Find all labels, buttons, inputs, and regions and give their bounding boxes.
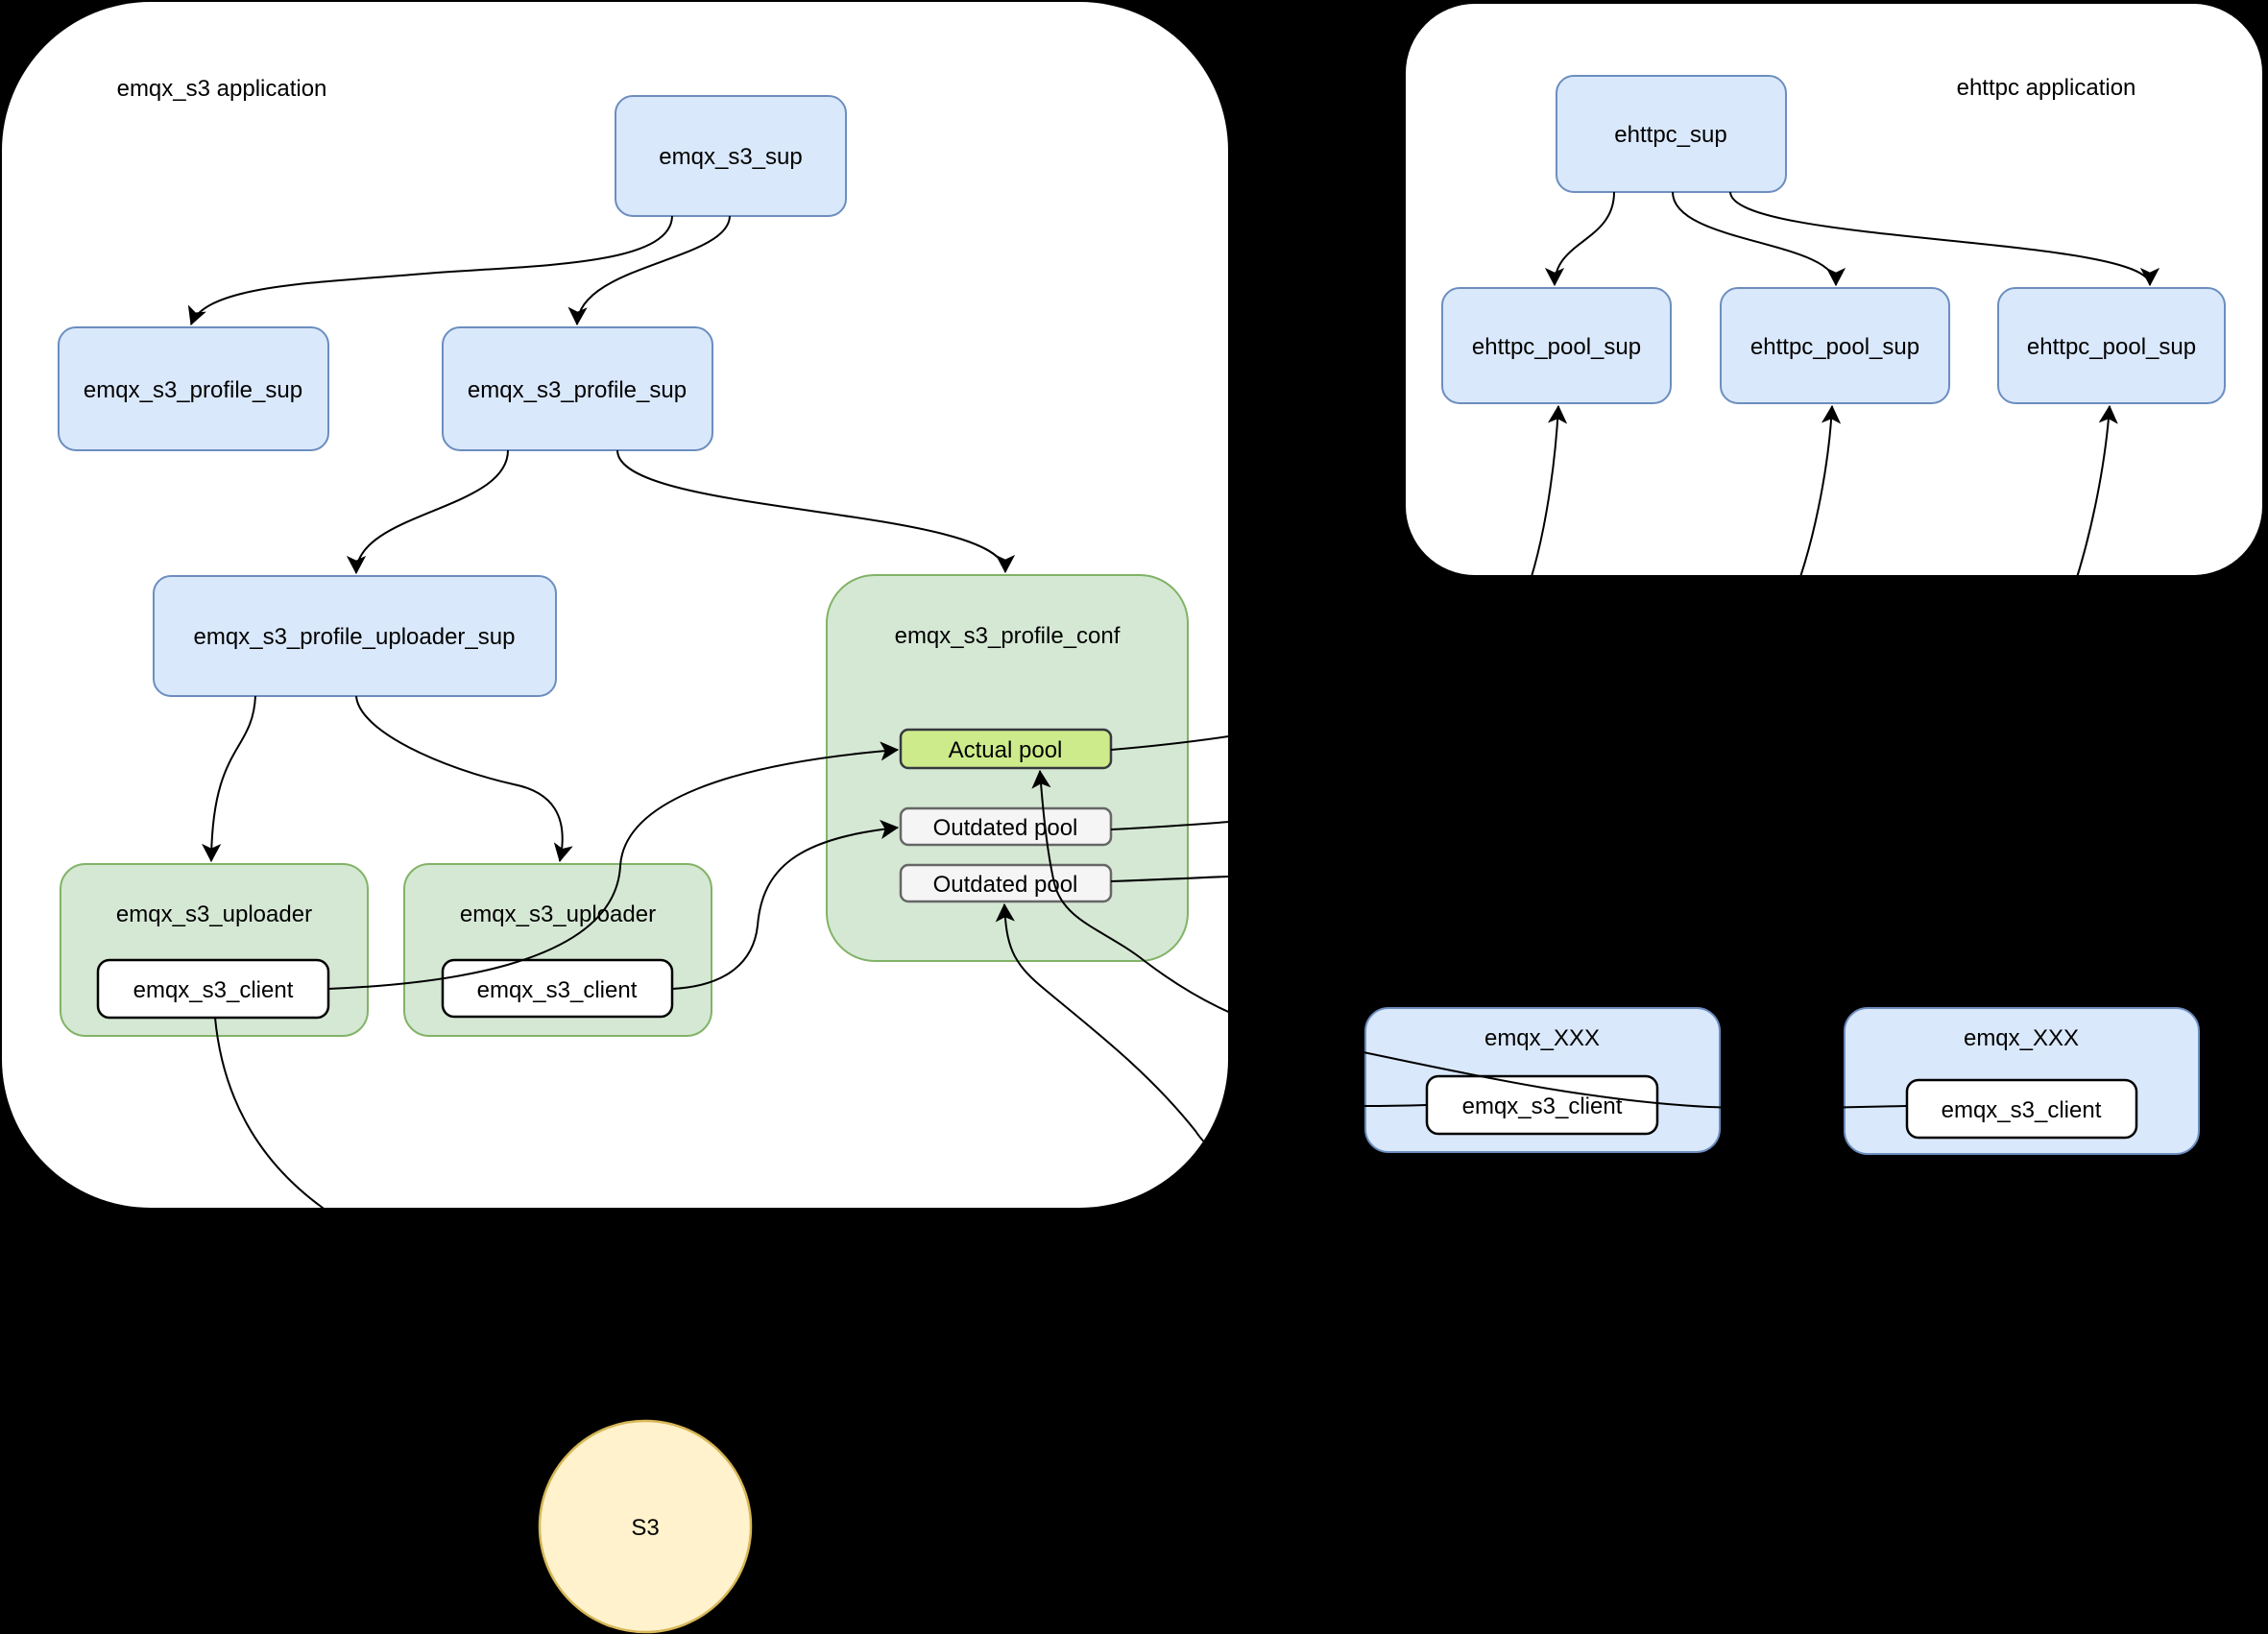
- svg-text:emqx_s3_sup: emqx_s3_sup: [659, 144, 802, 170]
- svg-text:emqx_s3_client: emqx_s3_client: [477, 977, 638, 1003]
- svg-text:emqx_s3_profile_sup: emqx_s3_profile_sup: [84, 377, 302, 403]
- svg-text:ehttpc_pool_sup: ehttpc_pool_sup: [1472, 334, 1641, 360]
- svg-text:Outdated pool: Outdated pool: [933, 815, 1078, 841]
- svg-text:emqx_s3_profile_sup: emqx_s3_profile_sup: [468, 377, 687, 403]
- svg-text:emqx_s3_client: emqx_s3_client: [133, 977, 294, 1003]
- svg-text:emqx_s3_profile_uploader_sup: emqx_s3_profile_uploader_sup: [194, 624, 516, 650]
- svg-text:emqx_XXX: emqx_XXX: [1484, 1025, 1600, 1051]
- svg-text:ehttpc_sup: ehttpc_sup: [1614, 122, 1726, 148]
- svg-text:ehttpc_pool_sup: ehttpc_pool_sup: [1750, 334, 1919, 360]
- svg-text:emqx_s3_client: emqx_s3_client: [1942, 1097, 2102, 1123]
- svg-text:S3: S3: [631, 1515, 659, 1541]
- svg-text:emqx_XXX: emqx_XXX: [1964, 1025, 2079, 1051]
- svg-text:emqx_s3_profile_conf: emqx_s3_profile_conf: [895, 623, 1121, 649]
- svg-text:emqx_s3_uploader: emqx_s3_uploader: [116, 901, 312, 927]
- svg-text:emqx_s3_client: emqx_s3_client: [1462, 1093, 1623, 1119]
- svg-text:Actual pool: Actual pool: [949, 737, 1063, 763]
- svg-text:ehttpc application: ehttpc application: [1957, 75, 2136, 101]
- svg-text:Outdated pool: Outdated pool: [933, 872, 1078, 898]
- svg-text:emqx_s3 application: emqx_s3 application: [117, 76, 327, 102]
- svg-text:emqx_s3_uploader: emqx_s3_uploader: [460, 901, 656, 927]
- svg-text:ehttpc_pool_sup: ehttpc_pool_sup: [2027, 334, 2196, 360]
